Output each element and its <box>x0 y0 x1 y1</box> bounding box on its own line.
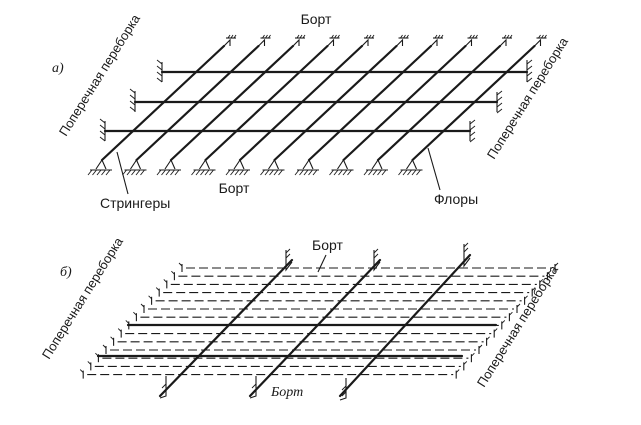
floors-leader-line <box>427 147 441 191</box>
frame-1 <box>158 258 294 398</box>
floor-8-top-support <box>465 34 478 47</box>
panel-a-bottom-side-label: Борт <box>219 180 250 196</box>
panel-b-top-side-leader <box>317 254 327 273</box>
floor-10-top-support <box>534 34 547 47</box>
panel-b-frames <box>158 253 472 398</box>
frame-3-bottom-bracket <box>339 378 347 401</box>
panel-b: б) <box>39 234 561 401</box>
floor-5-bottom-support <box>225 158 250 176</box>
frame-2-top-bracket <box>373 250 381 272</box>
panel-b-bottom-brackets <box>159 376 347 401</box>
floor-3-top-support <box>292 34 306 47</box>
panel-a-top-supports <box>223 34 547 47</box>
frame-1-top-bracket <box>285 250 293 272</box>
floor-8-bottom-support <box>329 158 354 176</box>
floor-4-bottom-support <box>191 158 216 176</box>
floor-1-bottom-support <box>87 158 112 176</box>
panel-b-bottom-side-label: Борт <box>270 385 303 400</box>
panel-a-tag: а) <box>52 61 64 76</box>
floor-7-bottom-support <box>294 158 319 176</box>
frame-3-top-bracket <box>463 244 471 268</box>
stringers-leader-line <box>116 151 129 195</box>
frame-2-bottom-bracket <box>249 376 257 399</box>
panel-b-heavy-longitudinals <box>96 323 498 358</box>
floor-4-top-support <box>327 34 340 47</box>
panel-b-top-brackets <box>285 242 471 272</box>
floor-6-bottom-support <box>260 158 285 176</box>
frame-1-bottom-bracket <box>159 376 167 399</box>
floor-10-bottom-support <box>398 158 423 176</box>
panel-a-stringer-ends <box>99 59 533 143</box>
floor-3-bottom-support <box>156 158 181 176</box>
floor-2-top-support <box>258 34 271 47</box>
floor-5-top-support <box>361 34 375 47</box>
floor-2-bottom-support <box>122 158 147 176</box>
panel-a-bottom-supports <box>87 158 423 176</box>
panel-a-top-side-label: Борт <box>301 11 332 27</box>
stringers-label: Стрингеры <box>100 195 170 211</box>
panel-a-stringers <box>103 70 529 133</box>
panel-b-tag: б) <box>60 265 72 280</box>
floors-label: Флоры <box>434 191 478 207</box>
floor-1-top-support <box>223 34 237 47</box>
panel-b-top-side-label: Борт <box>312 237 343 253</box>
floor-6-top-support <box>396 34 409 47</box>
panel-a-left-bulkhead-label: Поперечная переборка <box>56 11 144 139</box>
frame-3 <box>338 253 472 398</box>
floor-9-bottom-support <box>363 158 388 176</box>
floor-7-top-support <box>430 34 444 47</box>
floor-9-top-support <box>499 34 513 47</box>
frame-2 <box>248 258 382 398</box>
panel-a: а) Борт Борт П <box>52 11 571 211</box>
